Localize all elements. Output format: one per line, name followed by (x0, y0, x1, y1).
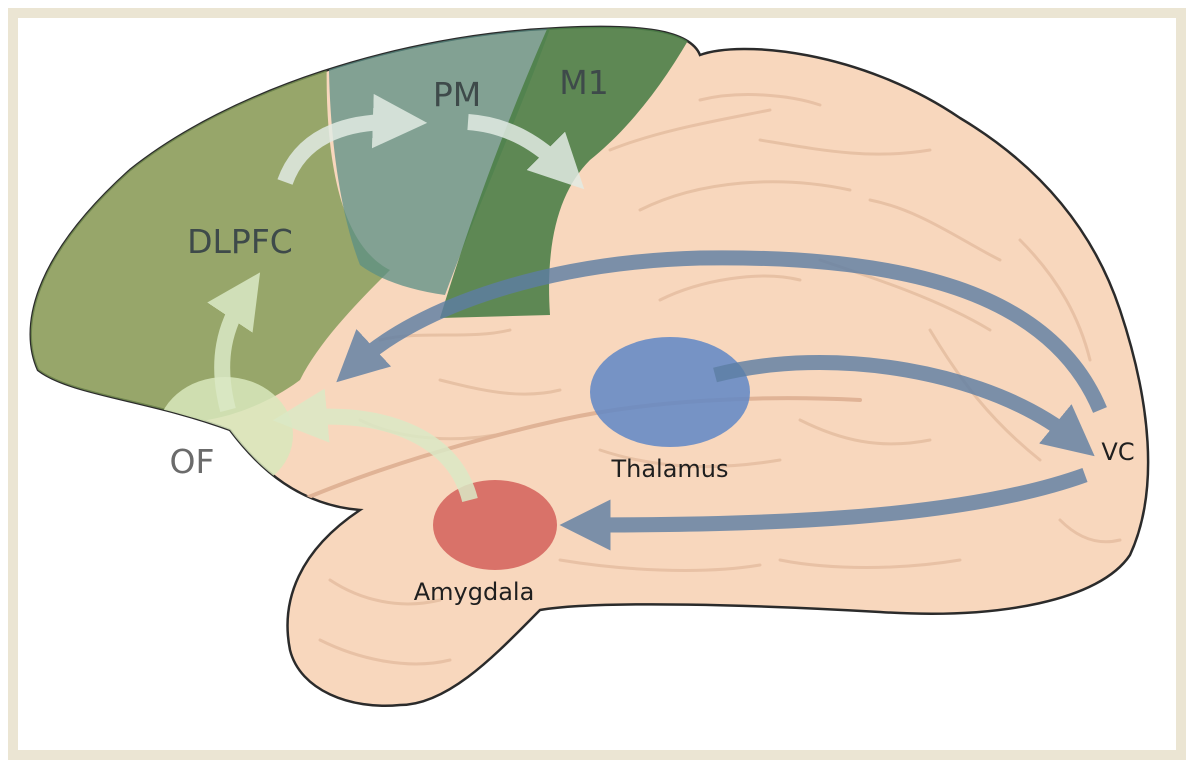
arrow-dlpfc-to-pm (277, 93, 428, 185)
label-vc: VC (1101, 438, 1134, 466)
arrow-thalamus-to-vc (713, 355, 1095, 457)
arrow-pm-to-m1 (467, 114, 585, 190)
arrow-of-to-dlpfc (207, 272, 261, 413)
label-dlpfc: DLPFC (187, 222, 293, 261)
amygdala-region (433, 480, 557, 570)
label-pm: PM (433, 75, 481, 114)
label-of: OF (170, 442, 215, 481)
lateral-fissure (288, 396, 862, 507)
pm-region (328, 26, 560, 295)
arrow-vc-to-of (336, 250, 1107, 413)
label-m1: M1 (559, 63, 608, 102)
label-thalamus: Thalamus (610, 455, 728, 483)
arrow-vc-to-amygdala (559, 467, 1088, 551)
arrow-amygdala-to-of (272, 388, 478, 503)
thalamus-region (590, 337, 750, 447)
label-amygdala: Amygdala (414, 578, 535, 606)
brain-sulci (318, 93, 1122, 666)
